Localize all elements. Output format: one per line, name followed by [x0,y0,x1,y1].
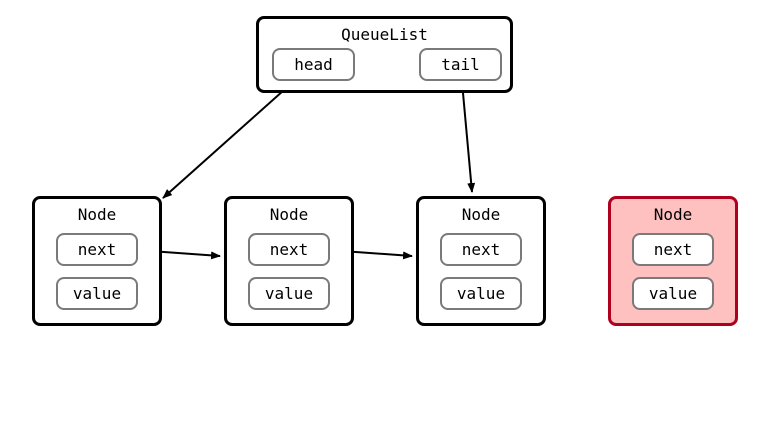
node-title: Node [653,205,693,224]
node-box-1: Node next value [32,196,162,326]
head-field: head [272,48,355,81]
next-field: next [632,233,714,266]
queue-list-box: QueueList head tail [256,16,513,93]
value-field: value [56,277,138,310]
node-box-3: Node next value [416,196,546,326]
node-box-2: Node next value [224,196,354,326]
queue-list-title: QueueList [341,25,428,44]
value-field: value [632,277,714,310]
node-title: Node [461,205,501,224]
node-title: Node [77,205,117,224]
value-field: value [440,277,522,310]
next-field: next [56,233,138,266]
tail-pointer-arrow [461,81,476,193]
next-field: next [440,233,522,266]
node-title: Node [269,205,309,224]
tail-field: tail [419,48,502,81]
node-box-4-highlighted: Node next value [608,196,738,326]
next-field: next [248,233,330,266]
value-field: value [248,277,330,310]
head-pointer-arrow [162,81,294,199]
